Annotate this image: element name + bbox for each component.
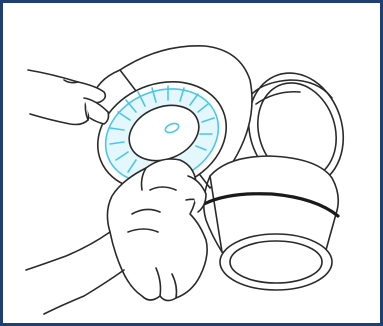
front-housing bbox=[204, 156, 339, 290]
left-hand bbox=[28, 70, 109, 125]
right-hand-with-cloth bbox=[26, 159, 207, 314]
